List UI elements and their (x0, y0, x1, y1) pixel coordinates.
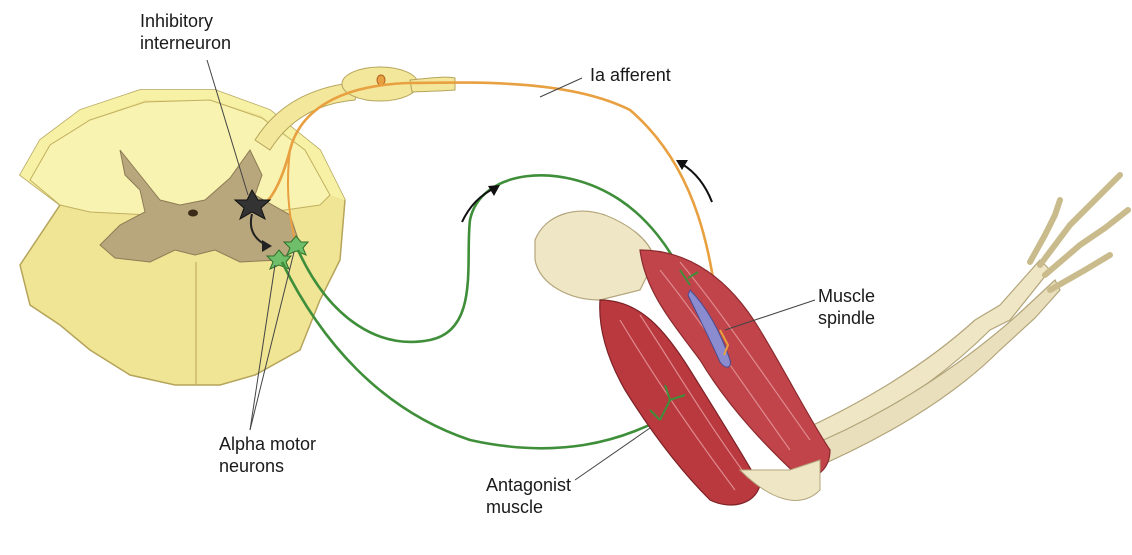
muscle-spindle-label: Muscle spindle (818, 285, 875, 329)
central-canal (188, 210, 198, 217)
upper-arm-muscles (535, 211, 830, 505)
ia-afferent-label: Ia afferent (590, 64, 671, 86)
inhibitory-interneuron-label: Inhibitory interneuron (140, 10, 231, 54)
alpha-motor-neurons-label: Alpha motor neurons (219, 433, 316, 477)
arrow-icon (462, 188, 495, 222)
antagonist-muscle-label: Antagonist muscle (486, 474, 571, 518)
arrow-icon (682, 164, 712, 202)
